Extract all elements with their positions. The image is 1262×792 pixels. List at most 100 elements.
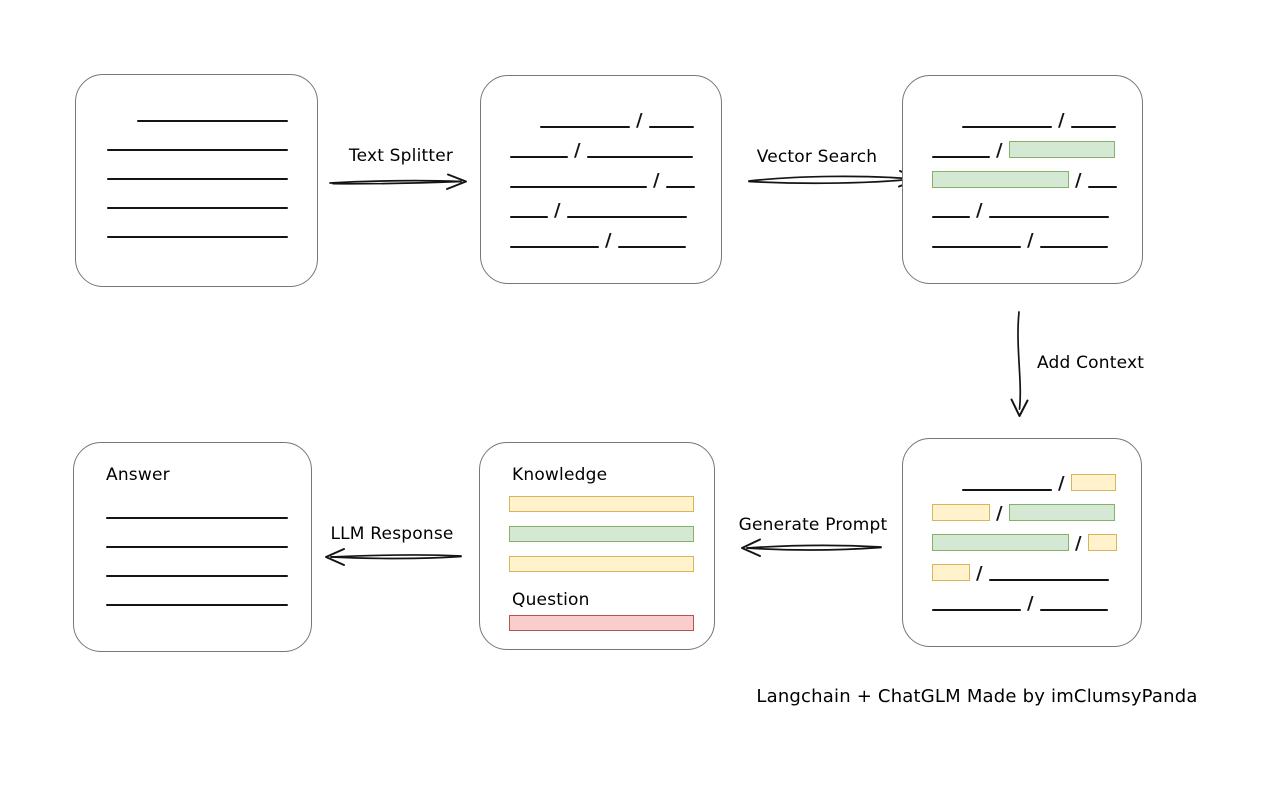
text-row: /	[510, 170, 721, 191]
text-splitter-arrow	[329, 173, 467, 190]
knowledge-bars	[509, 496, 714, 572]
slash-separator: /	[1027, 593, 1034, 614]
question-bar	[509, 615, 714, 631]
llm-response-label: LLM Response	[330, 524, 454, 544]
slash-separator: /	[1058, 473, 1065, 494]
text-row	[509, 556, 714, 572]
text-line	[1087, 186, 1117, 188]
answer-node: Answer	[73, 442, 312, 652]
text-line	[665, 186, 695, 188]
text-row: /	[932, 563, 1141, 584]
text-row	[106, 502, 311, 519]
context-node: / / / / /	[902, 438, 1142, 647]
arrowhead-left	[325, 548, 345, 566]
text-line	[107, 236, 288, 238]
yellow-chunk	[509, 556, 694, 572]
text-line	[510, 186, 647, 188]
text-row: /	[932, 230, 1142, 251]
slash-separator: /	[976, 200, 983, 221]
text-line	[106, 517, 288, 519]
text-row: /	[510, 140, 721, 161]
arrowhead-left	[741, 538, 761, 557]
text-row	[107, 192, 317, 209]
text-line	[962, 489, 1052, 491]
generate-prompt-arrow	[741, 538, 882, 557]
text-line	[106, 604, 288, 606]
knowledge-label: Knowledge	[512, 465, 608, 485]
text-line	[617, 246, 686, 248]
text-row: /	[510, 200, 721, 221]
yellow-chunk	[1070, 474, 1116, 491]
text-line	[510, 216, 548, 218]
yellow-chunk	[509, 496, 694, 512]
text-line	[1070, 126, 1116, 128]
text-line	[932, 156, 990, 158]
llm-response-arrow	[325, 548, 462, 566]
text-row	[106, 560, 311, 577]
slash-separator: /	[1058, 110, 1065, 131]
text-splitter-label: Text Splitter	[348, 146, 454, 166]
text-row: /	[510, 230, 721, 251]
answer-lines	[74, 487, 311, 606]
text-row: /	[932, 140, 1142, 161]
green-chunk	[932, 171, 1069, 188]
text-line	[540, 126, 630, 128]
text-row	[107, 134, 317, 151]
vector-search-label: Vector Search	[756, 147, 878, 167]
search-result-lines: / / / / /	[903, 76, 1142, 251]
text-line	[566, 216, 687, 218]
yellow-chunk	[932, 564, 970, 581]
document-lines	[76, 75, 317, 238]
text-row	[107, 221, 317, 238]
slash-separator: /	[574, 140, 581, 161]
slash-separator: /	[1075, 170, 1082, 191]
slash-separator: /	[996, 140, 1003, 161]
text-row	[509, 526, 714, 542]
text-row	[509, 615, 714, 631]
text-row	[509, 496, 714, 512]
text-line	[107, 178, 288, 180]
text-row: /	[932, 170, 1142, 191]
text-row: /	[932, 200, 1142, 221]
green-chunk	[509, 526, 694, 542]
slash-separator: /	[653, 170, 660, 191]
green-chunk	[932, 534, 1069, 551]
green-chunk	[1008, 504, 1115, 521]
source-document-node	[75, 74, 318, 287]
text-row	[137, 105, 317, 122]
text-line	[106, 575, 288, 577]
red-chunk	[509, 615, 694, 631]
text-line	[988, 216, 1109, 218]
text-line	[932, 216, 970, 218]
yellow-chunk	[932, 504, 990, 521]
split-chunk-lines: / / / / /	[481, 76, 721, 251]
text-line	[648, 126, 694, 128]
text-line	[932, 246, 1021, 248]
slash-separator: /	[636, 110, 643, 131]
text-line	[962, 126, 1052, 128]
add-context-arrow	[1010, 311, 1029, 417]
green-chunk	[1008, 141, 1115, 158]
text-row: /	[962, 110, 1142, 131]
slash-separator: /	[996, 503, 1003, 524]
text-line	[510, 156, 568, 158]
text-row	[107, 163, 317, 180]
yellow-chunk	[1087, 534, 1117, 551]
text-line	[932, 609, 1021, 611]
split-chunks-node: / / / / /	[480, 75, 722, 284]
arrowhead-right	[446, 173, 467, 190]
generate-prompt-label: Generate Prompt	[738, 515, 888, 535]
text-row: /	[932, 593, 1141, 614]
question-label: Question	[512, 590, 590, 610]
text-line	[586, 156, 693, 158]
text-line	[107, 149, 288, 151]
text-line	[1039, 609, 1108, 611]
slash-separator: /	[1075, 533, 1082, 554]
slash-separator: /	[1027, 230, 1034, 251]
text-row: /	[962, 473, 1141, 494]
slash-separator: /	[554, 200, 561, 221]
text-line	[510, 246, 599, 248]
text-row: /	[932, 503, 1141, 524]
text-line	[1039, 246, 1108, 248]
